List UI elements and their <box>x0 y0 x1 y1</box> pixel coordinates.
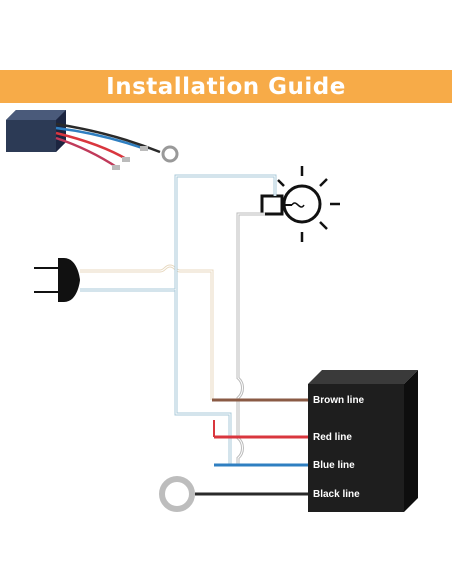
module-box <box>308 370 418 512</box>
black-line-label: Black line <box>313 489 360 500</box>
plug-icon <box>34 258 80 302</box>
plug-wires <box>80 174 277 464</box>
page-title: Installation Guide <box>106 73 346 100</box>
bulb-icon <box>260 166 340 242</box>
red-line-label: Red line <box>313 432 352 443</box>
title-banner: Installation Guide <box>0 70 452 103</box>
product-photo <box>6 110 179 170</box>
module-leads <box>195 398 310 496</box>
brown-line-label: Brown line <box>313 395 365 406</box>
blue-line-label: Blue line <box>313 460 355 471</box>
ring-terminal-icon <box>159 476 195 512</box>
